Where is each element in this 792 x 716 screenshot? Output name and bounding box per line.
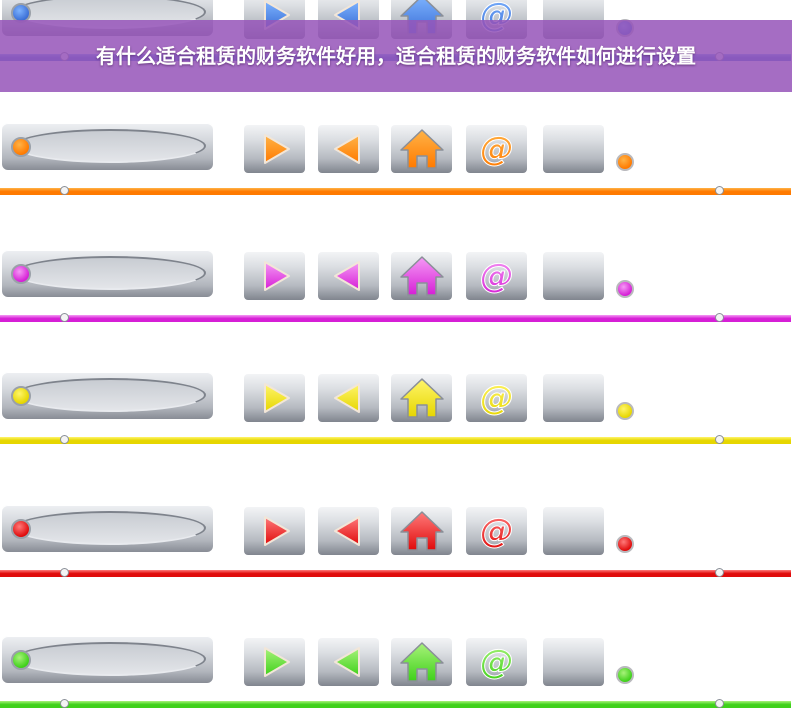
- at-icon: @: [477, 256, 517, 296]
- blank-button[interactable]: [543, 507, 604, 555]
- control-row-yellow: @: [0, 372, 792, 452]
- slider-track[interactable]: [2, 372, 213, 419]
- play-icon: [257, 131, 293, 167]
- slider-track[interactable]: [2, 505, 213, 552]
- control-row-orange: @: [0, 123, 792, 203]
- home-icon: [399, 255, 445, 297]
- svg-text:@: @: [480, 129, 514, 169]
- email-button[interactable]: @: [466, 638, 527, 686]
- play-button[interactable]: [244, 252, 305, 300]
- line-knob[interactable]: [60, 186, 69, 195]
- blank-button[interactable]: [543, 252, 604, 300]
- home-button[interactable]: [391, 252, 452, 300]
- at-icon: @: [477, 129, 517, 169]
- page-title: 有什么适合租赁的财务软件好用，适合租赁的财务软件如何进行设置: [96, 44, 696, 68]
- indicator-light: [616, 402, 634, 420]
- play-icon: [257, 644, 293, 680]
- back-icon: [331, 131, 367, 167]
- svg-text:@: @: [480, 256, 514, 296]
- progress-line[interactable]: [0, 186, 791, 195]
- control-row-green: @: [0, 636, 792, 716]
- title-banner: 有什么适合租赁的财务软件好用，适合租赁的财务软件如何进行设置: [0, 20, 792, 92]
- back-button[interactable]: [318, 125, 379, 173]
- line-knob[interactable]: [60, 568, 69, 577]
- svg-text:@: @: [480, 642, 514, 682]
- blank-button[interactable]: [543, 125, 604, 173]
- blank-button[interactable]: [543, 374, 604, 422]
- play-icon: [257, 380, 293, 416]
- home-icon: [399, 128, 445, 170]
- home-button[interactable]: [391, 638, 452, 686]
- back-icon: [331, 380, 367, 416]
- back-button[interactable]: [318, 638, 379, 686]
- slider-thumb[interactable]: [11, 137, 31, 157]
- indicator-light: [616, 153, 634, 171]
- home-icon: [399, 641, 445, 683]
- back-button[interactable]: [318, 507, 379, 555]
- svg-text:@: @: [480, 511, 514, 551]
- email-button[interactable]: @: [466, 252, 527, 300]
- line-knob[interactable]: [715, 699, 724, 708]
- line-knob[interactable]: [60, 313, 69, 322]
- slider-thumb[interactable]: [11, 264, 31, 284]
- line-knob[interactable]: [60, 435, 69, 444]
- indicator-light: [616, 280, 634, 298]
- at-icon: @: [477, 378, 517, 418]
- home-button[interactable]: [391, 125, 452, 173]
- blank-button[interactable]: [543, 638, 604, 686]
- progress-line[interactable]: [0, 435, 791, 444]
- at-icon: @: [477, 642, 517, 682]
- home-icon: [399, 377, 445, 419]
- play-button[interactable]: [244, 638, 305, 686]
- progress-line[interactable]: [0, 699, 791, 708]
- play-button[interactable]: [244, 374, 305, 422]
- back-button[interactable]: [318, 252, 379, 300]
- line-knob[interactable]: [715, 186, 724, 195]
- slider-groove: [14, 642, 206, 676]
- slider-track[interactable]: [2, 250, 213, 297]
- back-button[interactable]: [318, 374, 379, 422]
- line-knob[interactable]: [715, 568, 724, 577]
- slider-groove: [14, 511, 206, 545]
- slider-groove: [14, 378, 206, 412]
- email-button[interactable]: @: [466, 507, 527, 555]
- play-icon: [257, 513, 293, 549]
- progress-line[interactable]: [0, 568, 791, 577]
- control-row-red: @: [0, 505, 792, 585]
- at-icon: @: [477, 511, 517, 551]
- slider-thumb[interactable]: [11, 650, 31, 670]
- email-button[interactable]: @: [466, 374, 527, 422]
- slider-track[interactable]: [2, 636, 213, 683]
- home-button[interactable]: [391, 507, 452, 555]
- email-button[interactable]: @: [466, 125, 527, 173]
- line-knob[interactable]: [715, 313, 724, 322]
- slider-groove: [14, 129, 206, 163]
- home-button[interactable]: [391, 374, 452, 422]
- back-icon: [331, 258, 367, 294]
- indicator-light: [616, 535, 634, 553]
- indicator-light: [616, 666, 634, 684]
- control-row-magenta: @: [0, 250, 792, 330]
- line-knob[interactable]: [715, 435, 724, 444]
- back-icon: [331, 513, 367, 549]
- play-icon: [257, 258, 293, 294]
- home-icon: [399, 510, 445, 552]
- slider-thumb[interactable]: [11, 519, 31, 539]
- line-knob[interactable]: [60, 699, 69, 708]
- slider-groove: [14, 256, 206, 290]
- slider-thumb[interactable]: [11, 386, 31, 406]
- play-button[interactable]: [244, 125, 305, 173]
- svg-text:@: @: [480, 378, 514, 418]
- slider-track[interactable]: [2, 123, 213, 170]
- progress-line[interactable]: [0, 313, 791, 322]
- play-button[interactable]: [244, 507, 305, 555]
- back-icon: [331, 644, 367, 680]
